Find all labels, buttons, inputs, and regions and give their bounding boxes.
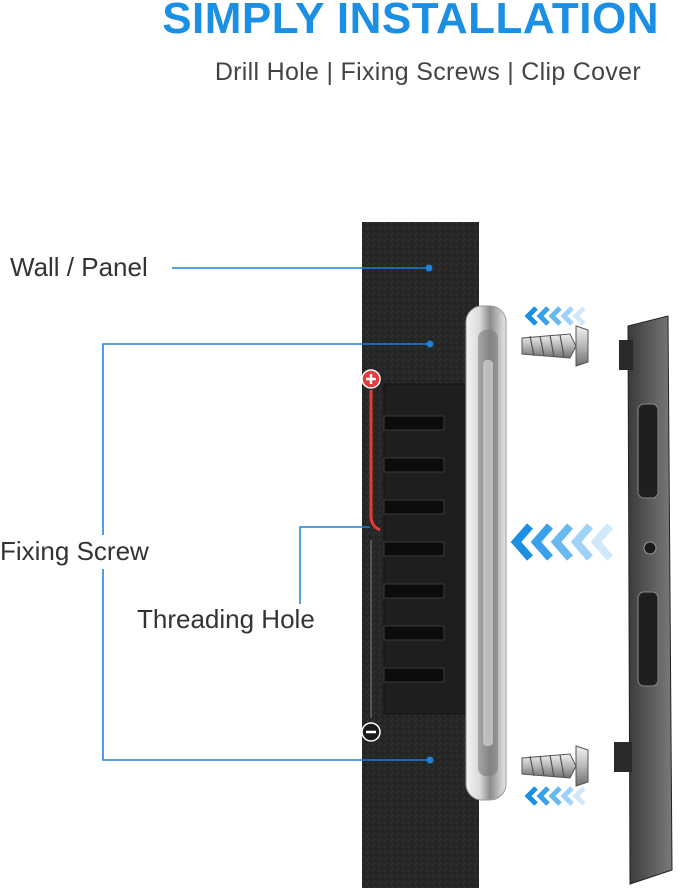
page-title: SIMPLY INSTALLATION bbox=[162, 0, 659, 43]
minus-icon bbox=[361, 722, 381, 742]
callout-threading-hole bbox=[299, 526, 370, 628]
label-wall-panel: Wall / Panel bbox=[10, 252, 148, 282]
chevron-arrows-icon-middle bbox=[510, 523, 614, 561]
clip-cover bbox=[614, 315, 673, 885]
label-threading-hole: Threading Hole bbox=[137, 604, 315, 634]
screw-icon-top bbox=[521, 325, 589, 367]
plus-icon bbox=[361, 369, 381, 389]
callout-dots bbox=[425, 264, 434, 764]
chevron-arrows-icon-bottom bbox=[524, 786, 586, 806]
page-subtitle: Drill Hole | Fixing Screws | Clip Cover bbox=[214, 58, 641, 86]
label-fixing-screw: Fixing Screw bbox=[0, 536, 149, 566]
chrome-bezel bbox=[465, 305, 507, 801]
threading-block bbox=[383, 383, 467, 715]
screw-icon-bottom bbox=[521, 745, 589, 787]
wire-positive bbox=[369, 390, 381, 532]
chevron-arrows-icon-top bbox=[524, 306, 586, 326]
